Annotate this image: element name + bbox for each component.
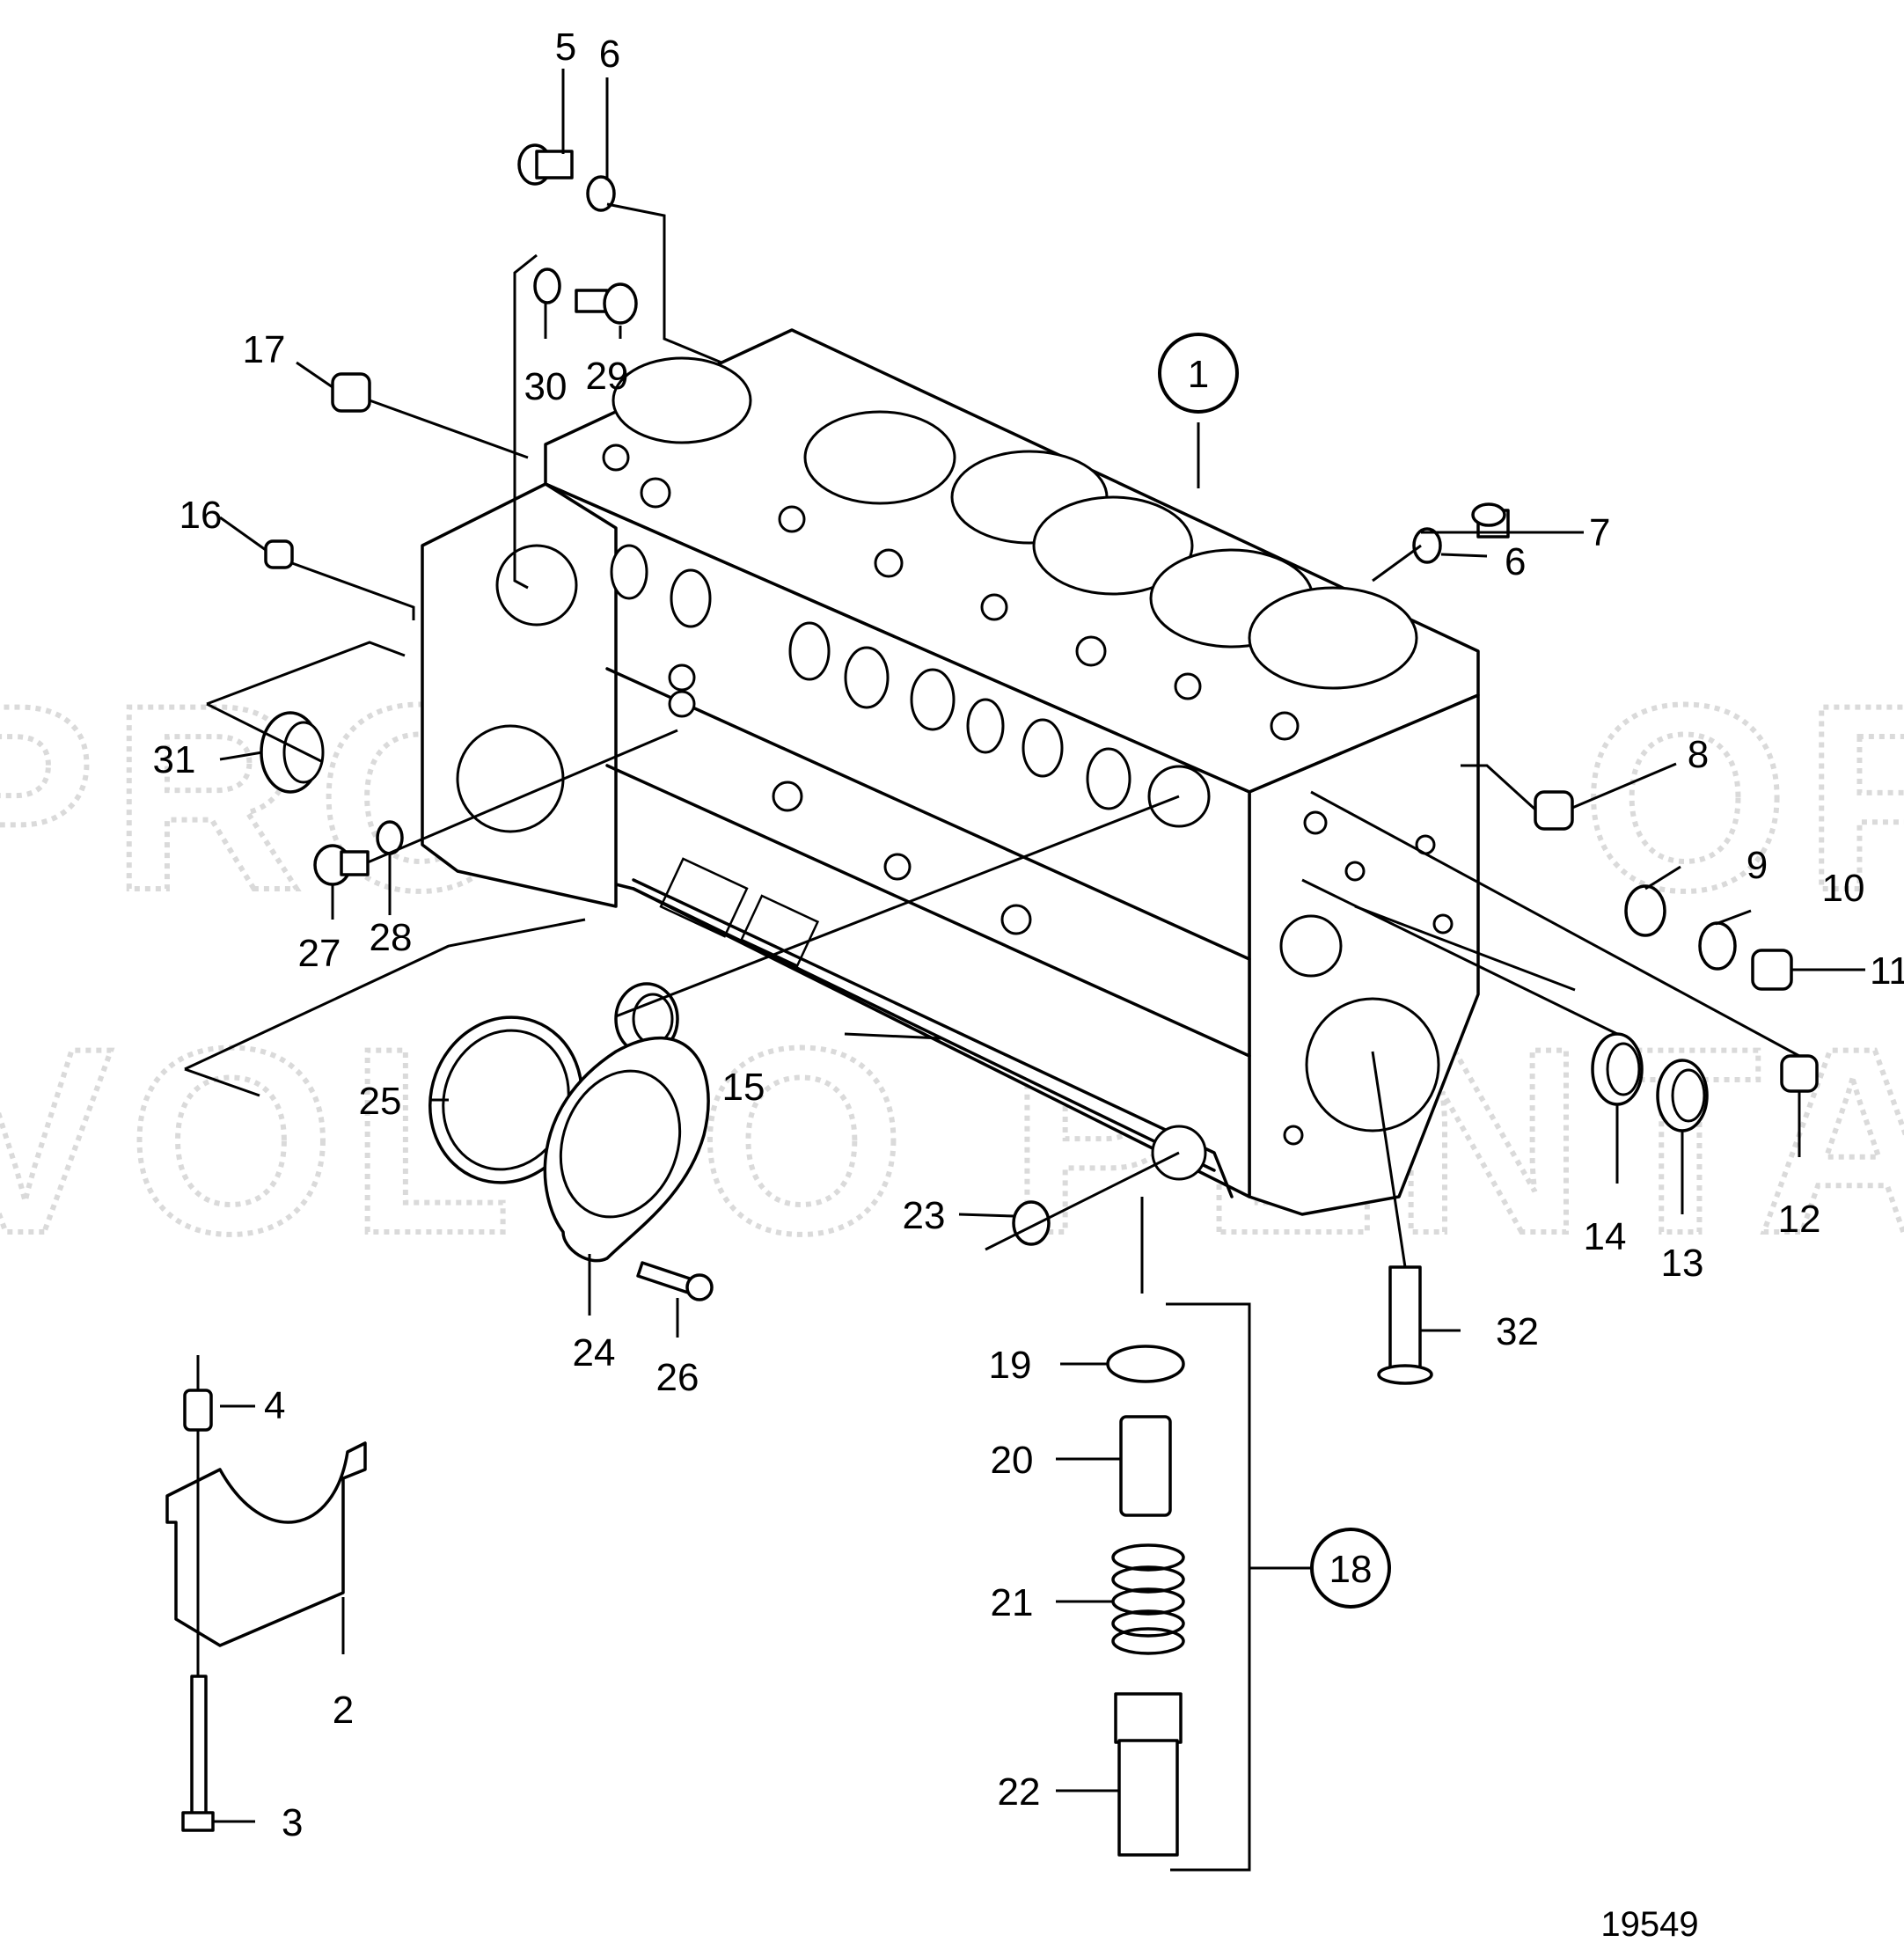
callout-19: 19 bbox=[989, 1344, 1032, 1387]
callout-6-top: 6 bbox=[599, 33, 620, 76]
callout-15: 15 bbox=[722, 1066, 765, 1109]
plug-22 bbox=[1114, 1692, 1183, 1857]
washer-6-right bbox=[1412, 527, 1442, 564]
seal-23 bbox=[1012, 1200, 1051, 1246]
callouts: 1 2 3 4 5 6 6 7 8 9 10 11 12 13 14 15 16… bbox=[153, 26, 1904, 1944]
loose-parts bbox=[165, 143, 1819, 1857]
callout-17: 17 bbox=[243, 328, 286, 371]
callout-3: 3 bbox=[282, 1801, 303, 1844]
callout-27: 27 bbox=[298, 932, 341, 975]
callout-25: 25 bbox=[359, 1080, 402, 1123]
spring-21 bbox=[1111, 1543, 1185, 1655]
washer-19 bbox=[1106, 1345, 1185, 1383]
dowel-32 bbox=[1377, 1265, 1433, 1385]
piston-20 bbox=[1119, 1415, 1172, 1517]
plug-5 bbox=[517, 143, 574, 186]
callout-18-circle bbox=[1310, 1528, 1391, 1609]
callout-29: 29 bbox=[586, 355, 629, 398]
engine-block bbox=[421, 328, 1480, 1216]
callout-14: 14 bbox=[1584, 1215, 1627, 1258]
callout-28: 28 bbox=[370, 916, 413, 959]
plug-17 bbox=[331, 372, 371, 413]
callout-32: 32 bbox=[1496, 1310, 1539, 1353]
plug-29 bbox=[575, 282, 638, 325]
callout-8: 8 bbox=[1688, 733, 1709, 776]
washer-30 bbox=[533, 268, 561, 304]
plug-27 bbox=[313, 844, 370, 886]
callout-31: 31 bbox=[153, 738, 196, 781]
washer-6-top bbox=[586, 175, 616, 212]
callout-21: 21 bbox=[991, 1581, 1034, 1624]
plug-12 bbox=[1780, 1054, 1819, 1093]
callout-12: 12 bbox=[1778, 1198, 1821, 1241]
callout-1: 1 bbox=[1188, 353, 1209, 396]
leader-lines bbox=[184, 69, 1865, 1872]
callout-2: 2 bbox=[333, 1689, 354, 1732]
callout-16: 16 bbox=[179, 494, 223, 537]
callout-11: 11 bbox=[1870, 949, 1904, 993]
callout-26: 26 bbox=[656, 1356, 699, 1399]
callout-18: 18 bbox=[1329, 1548, 1373, 1591]
bolt-3 bbox=[181, 1675, 215, 1832]
plug-7 bbox=[1471, 502, 1510, 539]
callout-22: 22 bbox=[998, 1770, 1041, 1814]
bearing-cap-2 bbox=[165, 1441, 367, 1647]
bolt-26 bbox=[636, 1261, 714, 1301]
callout-5: 5 bbox=[555, 26, 576, 69]
callout-20: 20 bbox=[991, 1439, 1034, 1482]
drawing-reference-number: 19549 bbox=[1600, 1905, 1698, 1944]
plug-16 bbox=[264, 539, 294, 569]
callout-13: 13 bbox=[1661, 1242, 1704, 1285]
callout-10: 10 bbox=[1822, 867, 1865, 910]
callout-1-circle bbox=[1158, 333, 1239, 414]
sleeve-4 bbox=[183, 1389, 213, 1432]
sleeve-10 bbox=[1698, 921, 1737, 971]
callout-7: 7 bbox=[1589, 511, 1610, 554]
sleeve-9 bbox=[1624, 884, 1666, 937]
plug-8 bbox=[1534, 790, 1574, 831]
callout-6-right: 6 bbox=[1505, 540, 1526, 583]
plug-11 bbox=[1751, 949, 1793, 991]
callout-23: 23 bbox=[903, 1194, 946, 1237]
callout-4: 4 bbox=[264, 1384, 285, 1427]
callout-24: 24 bbox=[573, 1331, 616, 1374]
callout-9: 9 bbox=[1747, 844, 1768, 887]
callout-30: 30 bbox=[524, 365, 568, 408]
